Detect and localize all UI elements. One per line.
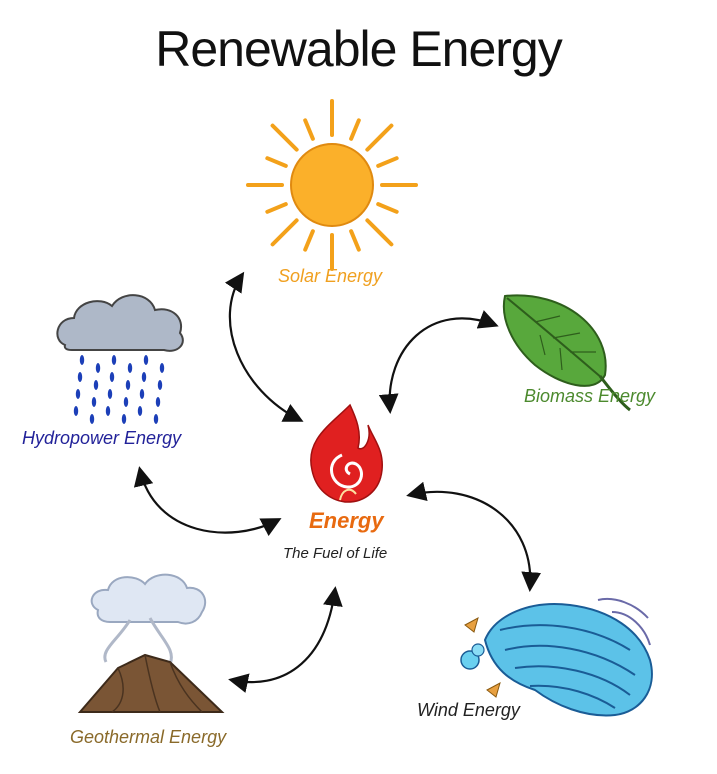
diagram-title: Renewable Energy [155, 21, 563, 77]
node-label-solar: Solar Energy [278, 266, 383, 286]
raindrop [91, 397, 97, 407]
raindrop [105, 406, 111, 416]
volcano-icon [77, 573, 225, 713]
raindrop [73, 406, 79, 416]
raindrop [111, 355, 117, 365]
sun-ray [270, 218, 299, 247]
sun-ray [270, 123, 299, 152]
center-subtitle: The Fuel of Life [283, 545, 388, 562]
sun-ray [349, 229, 361, 252]
arrow-geothermal [228, 586, 343, 693]
raindrop [109, 372, 115, 382]
raindrop [77, 372, 83, 382]
sun-ray [349, 118, 361, 141]
cycle-arrows [133, 271, 542, 693]
raindrop [153, 414, 159, 424]
raindrop [157, 380, 163, 390]
raindrop [143, 355, 149, 365]
sun-ray [303, 118, 315, 141]
sun-ray [265, 202, 288, 214]
sun-ray [303, 229, 315, 252]
raindrop [155, 397, 161, 407]
center-label: Energy [309, 508, 384, 533]
leaf-icon [502, 294, 631, 412]
node-label-geothermal: Geothermal Energy [70, 727, 227, 747]
raindrop [125, 380, 131, 390]
arrow-hydro [133, 466, 282, 537]
sun-ray [265, 156, 288, 168]
raindrop [79, 355, 85, 365]
node-label-biomass: Biomass Energy [524, 386, 656, 406]
wind-icon [460, 598, 653, 717]
sun-ray [376, 202, 399, 214]
node-label-wind: Wind Energy [417, 700, 520, 720]
raindrop [89, 414, 95, 424]
raindrop [75, 389, 81, 399]
raindrop [93, 380, 99, 390]
raindrop [127, 363, 133, 373]
arrow-biomass [378, 310, 499, 414]
raindrop [107, 389, 113, 399]
raindrop [139, 389, 145, 399]
raindrop [121, 414, 127, 424]
raindrop [137, 406, 143, 416]
raindrop [95, 363, 101, 373]
raindrop [159, 363, 165, 373]
arrow-wind [406, 481, 542, 592]
rain-cloud-icon [56, 294, 184, 424]
sun-ray [365, 123, 394, 152]
raindrop [141, 372, 147, 382]
arrow-solar [224, 271, 304, 422]
sun-ray [365, 218, 394, 247]
raindrop [123, 397, 129, 407]
sun-icon [246, 99, 418, 271]
sun-ray [376, 156, 399, 168]
flame-icon [310, 403, 383, 503]
node-label-hydropower: Hydropower Energy [22, 428, 182, 448]
